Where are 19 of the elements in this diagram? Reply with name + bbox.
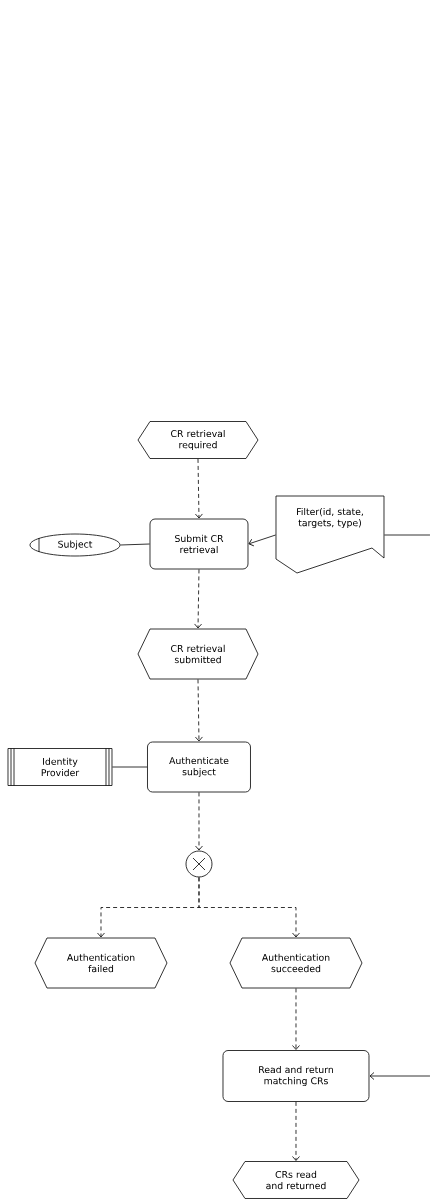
xor-connector (185, 850, 213, 878)
arrow (292, 988, 300, 1050)
event-hexagon: Authentication succeeded (229, 937, 363, 989)
function-box: Read and return matching CRs (222, 1050, 370, 1102)
arrow (198, 877, 300, 938)
arrow (292, 1101, 300, 1161)
event-hexagon: Authentication failed (34, 937, 168, 989)
function-box: Submit CR retrieval (149, 518, 249, 570)
arrow (195, 458, 203, 519)
function-box: Authenticate subject (147, 741, 251, 793)
arrow (248, 534, 276, 547)
event-hexagon: CR retrieval required (137, 421, 259, 459)
event-hexagon: CR retrieval submitted (137, 628, 259, 680)
arrow (195, 792, 203, 851)
arrow (194, 569, 202, 629)
arrow (195, 679, 203, 742)
system-box: Identity Provider (7, 748, 113, 786)
arrow (369, 1072, 430, 1080)
event-hexagon: CRs read and returned (232, 1161, 360, 1199)
